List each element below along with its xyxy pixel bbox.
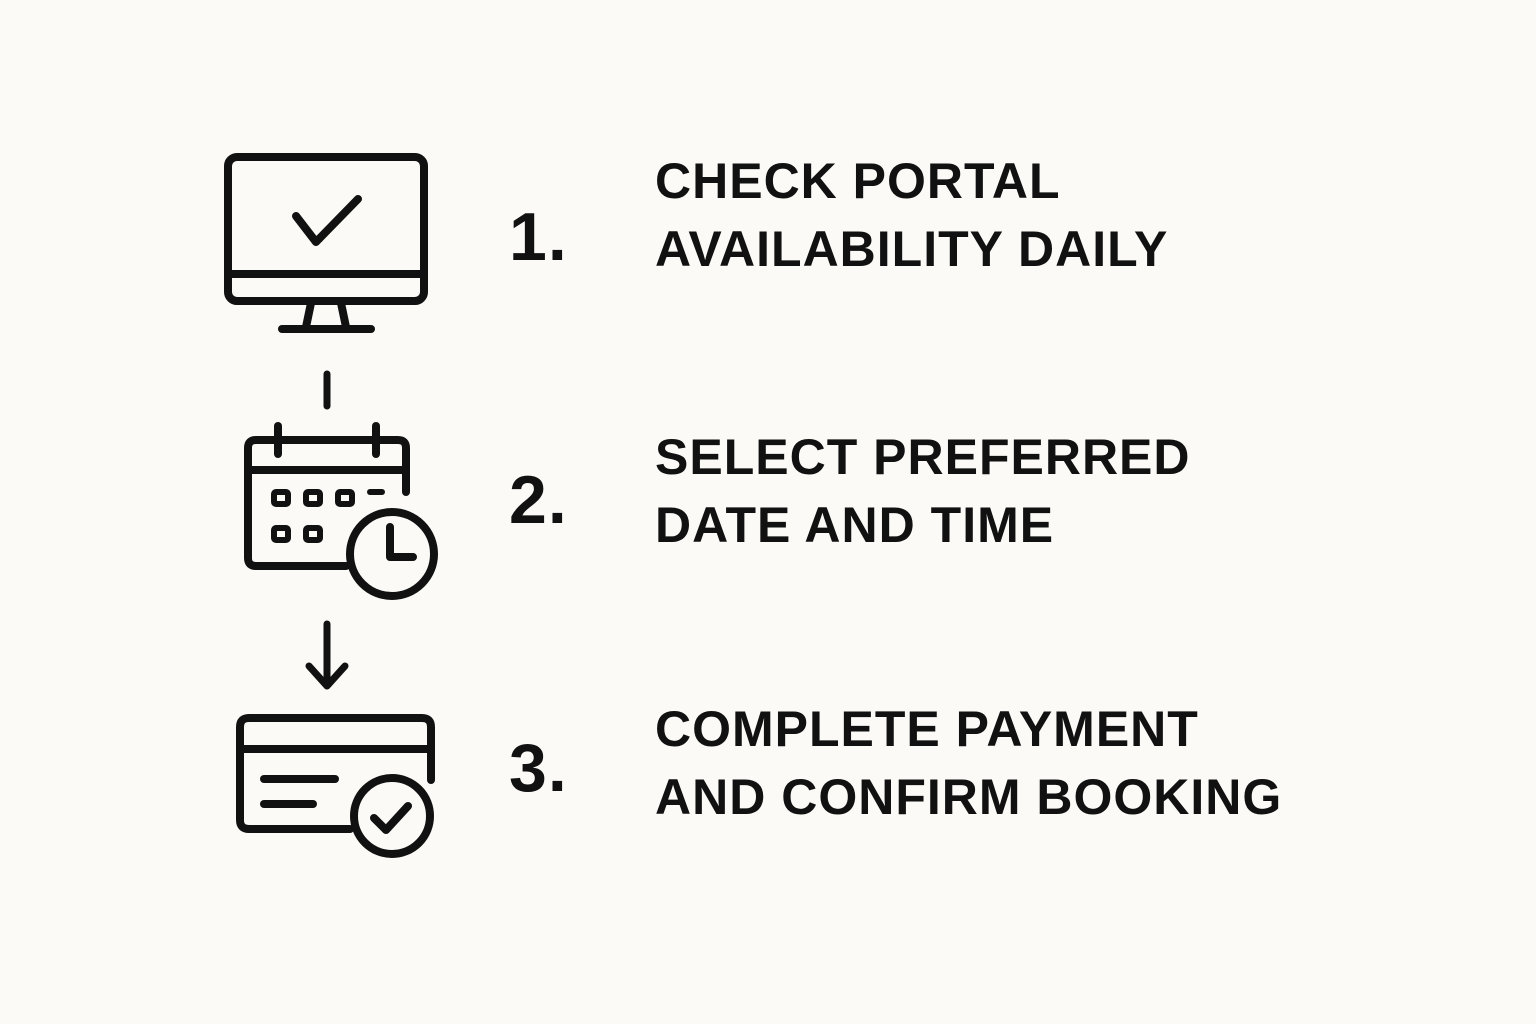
step-2-label: SELECT PREFERRED DATE AND TIME [655, 423, 1191, 559]
monitor-check-icon [224, 153, 428, 333]
step-1-label-line-1: CHECK PORTAL [655, 153, 1061, 209]
step-3-label: COMPLETE PAYMENT AND CONFIRM BOOKING [655, 695, 1282, 831]
step-2-number: 2. [509, 462, 568, 538]
step-2-label-line-1: SELECT PREFERRED [655, 429, 1191, 485]
step-3-label-line-1: COMPLETE PAYMENT [655, 701, 1199, 757]
step-1-number: 1. [509, 199, 568, 275]
step-1-label-line-2: AVAILABILITY DAILY [655, 221, 1169, 277]
step-2-label-line-2: DATE AND TIME [655, 497, 1055, 553]
arrow-down-icon [305, 620, 349, 690]
step-3-number: 3. [509, 730, 568, 806]
step-1-label: CHECK PORTAL AVAILABILITY DAILY [655, 147, 1168, 283]
payment-card-check-icon [236, 714, 435, 858]
step-3-label-line-2: AND CONFIRM BOOKING [655, 769, 1283, 825]
calendar-clock-icon [244, 422, 438, 600]
